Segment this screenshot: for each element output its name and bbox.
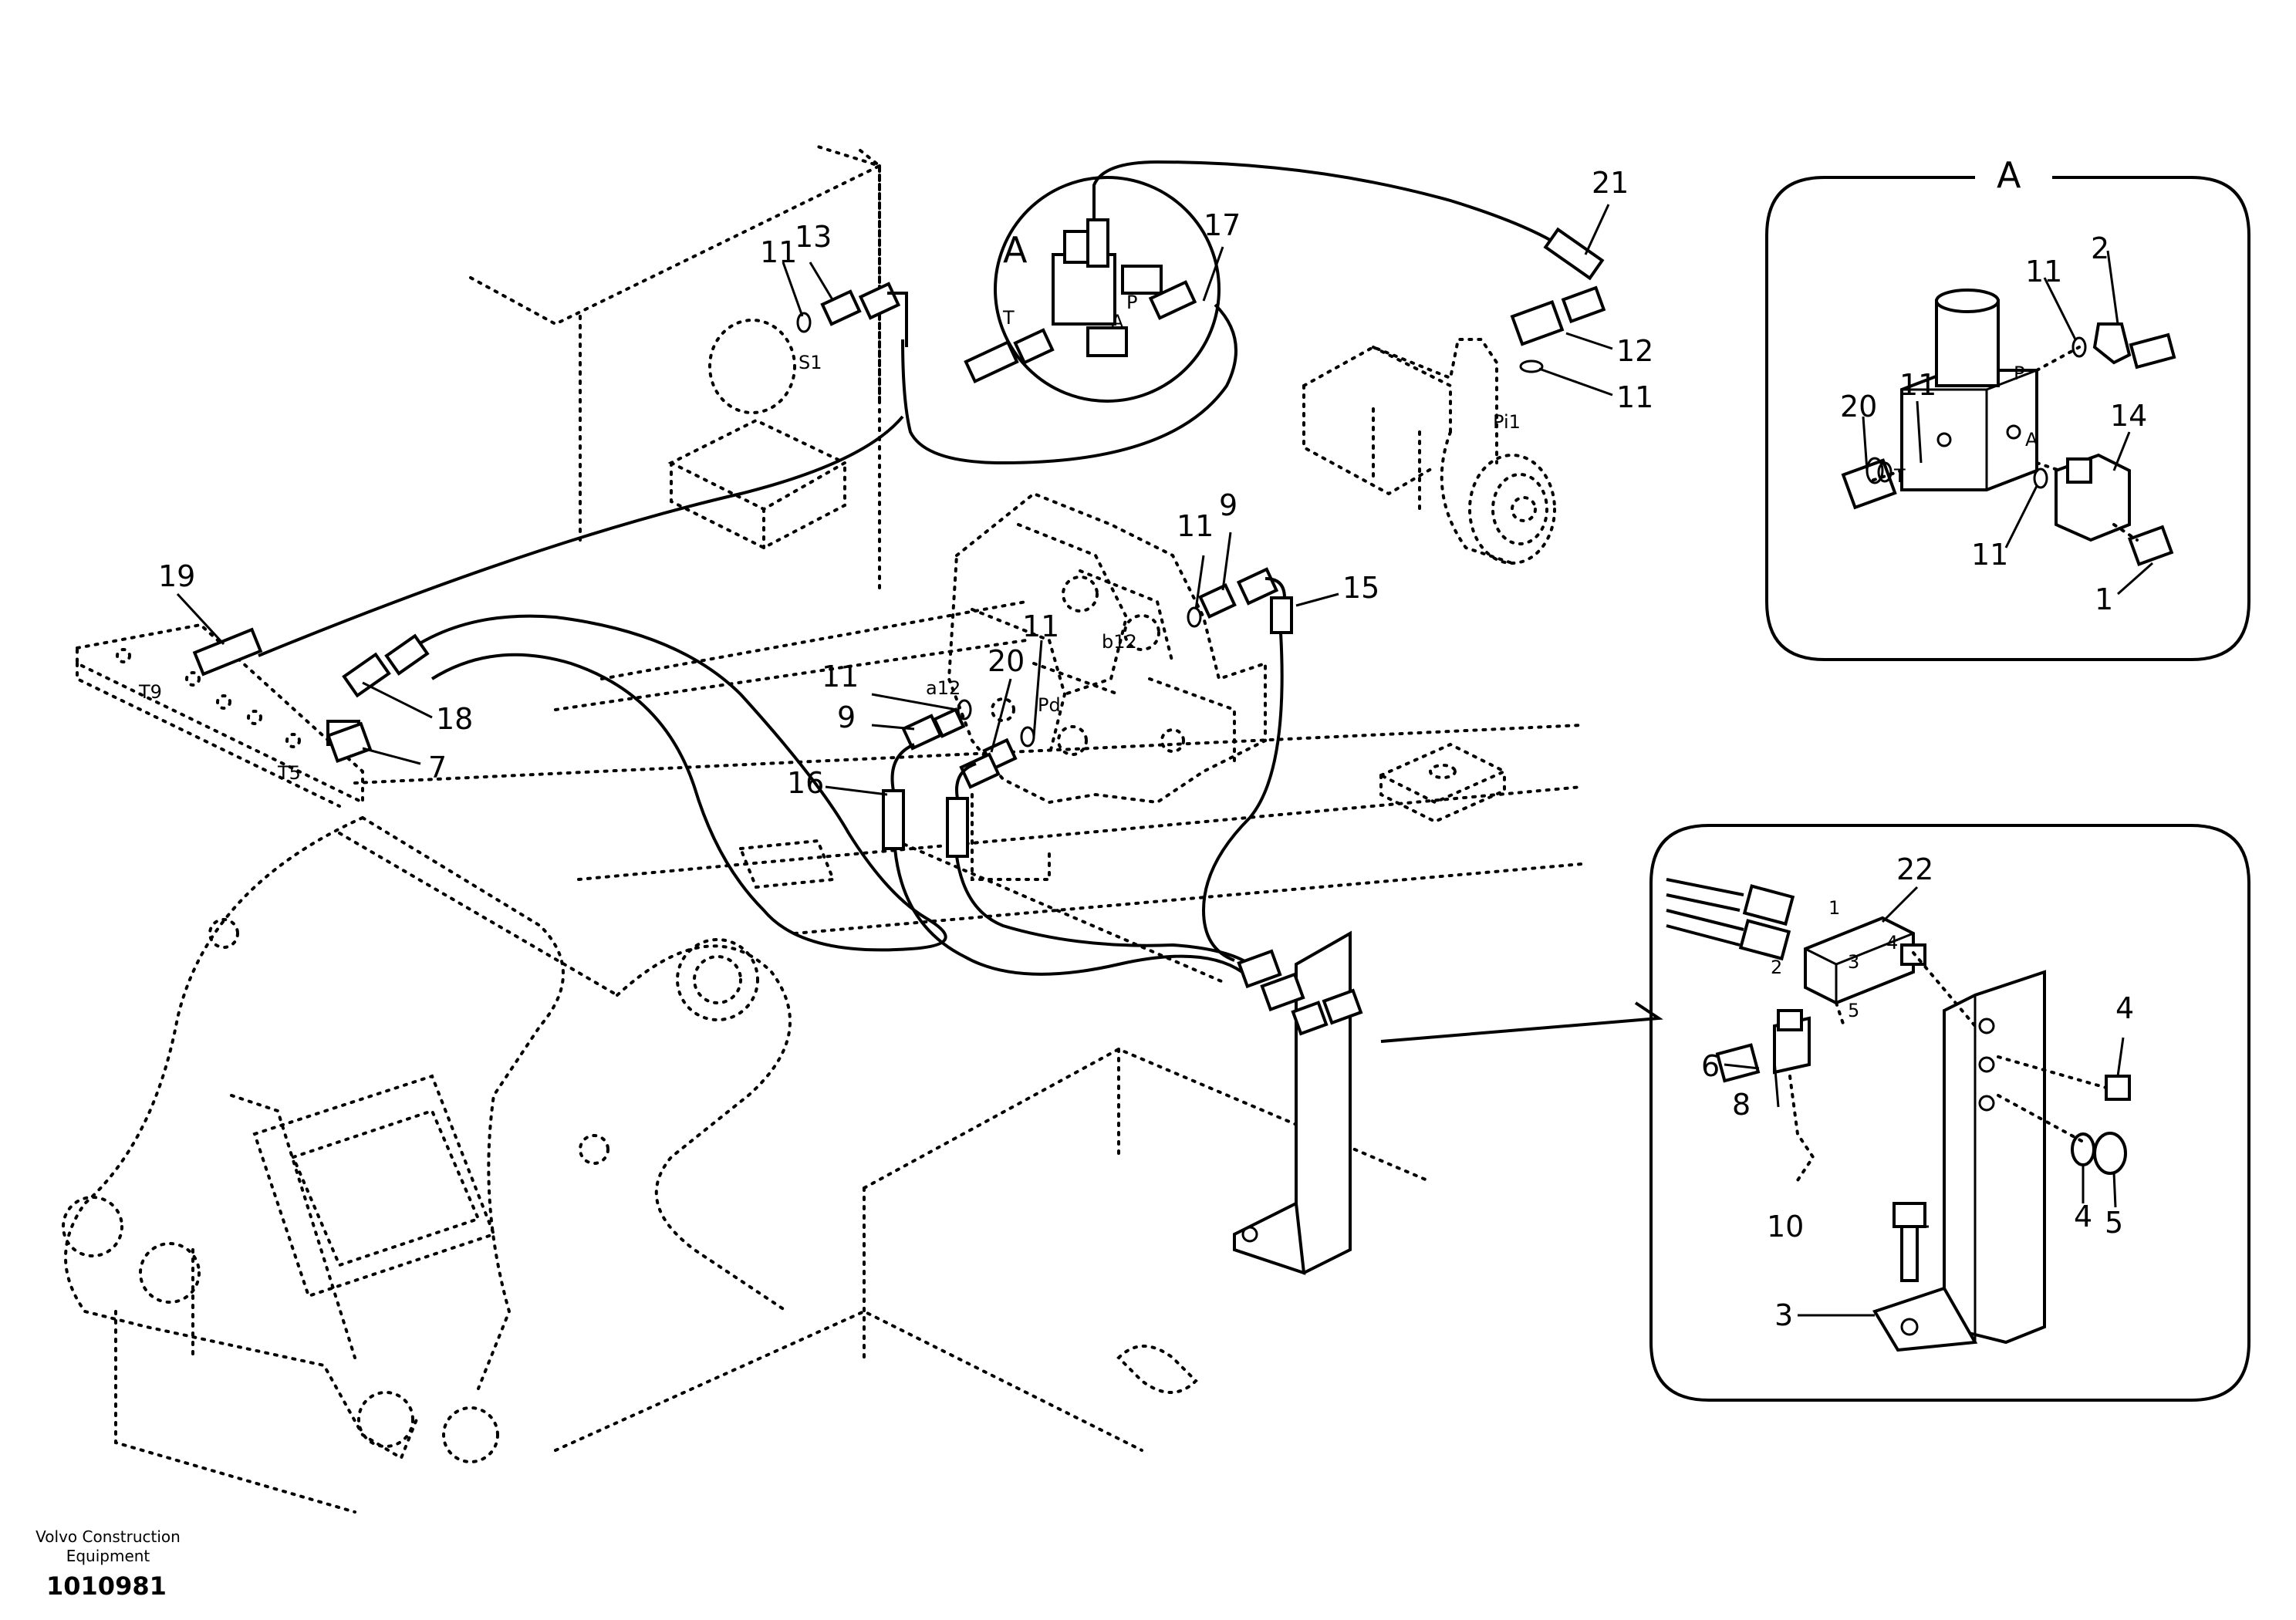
callout-6: 6 — [1701, 1049, 1720, 1083]
travel-motor-outline — [1302, 338, 1556, 565]
callout-21: 21 — [1592, 166, 1629, 200]
port-t-detail: T — [1893, 465, 1906, 487]
callout-11-detail-a-bottom: 11 — [1971, 538, 2008, 572]
port-t9: T9 — [138, 681, 162, 703]
port-s1: S1 — [799, 352, 822, 373]
port-p-main: P — [1126, 292, 1137, 313]
callout-2-detail-a: 2 — [2091, 231, 2109, 265]
port-b12: b12 — [1102, 631, 1137, 653]
port-a12: a12 — [926, 677, 961, 699]
pilot-hoses — [258, 160, 1583, 976]
port-pi1: Pi1 — [1493, 411, 1521, 433]
callout-11-valve-left: 11 — [822, 660, 859, 694]
callout-19: 19 — [158, 559, 195, 593]
return-manifold-outline — [76, 623, 364, 808]
port-labels: S1 T P A Pi1 b12 a12 Pd T9 T5 P T A 1 2 … — [138, 292, 2038, 1021]
callout-16: 16 — [787, 766, 824, 800]
company-name-line2: Equipment — [66, 1547, 150, 1565]
port-pd: Pd — [1038, 694, 1061, 716]
callout-labels: 11 13 17 21 12 11 19 18 7 11 9 20 11 16 … — [158, 166, 2147, 1332]
callout-22: 22 — [1896, 852, 1933, 886]
callout-11-motor: 11 — [1616, 380, 1653, 414]
port-a-detail: A — [2025, 429, 2038, 451]
callout-11-detail-a-top: 11 — [2025, 255, 2062, 289]
fittings — [192, 218, 1606, 858]
port-t5: T5 — [277, 762, 301, 784]
callout-10: 10 — [1767, 1210, 1804, 1244]
detail-a-marker-label: A — [1003, 229, 1028, 271]
port-a-main: A — [1111, 311, 1124, 332]
callout-12: 12 — [1616, 334, 1653, 368]
port-p-detail: P — [2014, 363, 2024, 384]
callout-11-valve-center: 11 — [1022, 609, 1059, 643]
callout-20-main: 20 — [988, 644, 1025, 678]
callout-4-top: 4 — [2115, 991, 2134, 1025]
drawing-number: 1010981 — [46, 1571, 167, 1601]
callout-8: 8 — [1732, 1088, 1751, 1122]
port-manifold-5: 5 — [1848, 1000, 1859, 1021]
machine-frame-outline — [62, 145, 1583, 1514]
hose-bracket — [1233, 930, 1363, 1275]
callout-18: 18 — [436, 702, 473, 736]
callout-15: 15 — [1342, 571, 1379, 605]
callout-5: 5 — [2105, 1206, 2123, 1240]
port-manifold-3: 3 — [1848, 951, 1859, 973]
callout-1: 1 — [2095, 582, 2113, 616]
callout-13: 13 — [795, 220, 832, 254]
company-name-line1: Volvo Construction — [35, 1527, 181, 1546]
callout-17: 17 — [1204, 208, 1241, 242]
detail-a-box — [1765, 162, 2250, 661]
callout-11-cab: 11 — [760, 235, 797, 269]
port-manifold-4: 4 — [1886, 932, 1898, 953]
port-t-main: T — [1002, 307, 1015, 329]
callout-14: 14 — [2110, 399, 2147, 433]
callout-9-right: 9 — [1219, 488, 1237, 522]
company-name: Volvo Construction Equipment — [23, 1527, 193, 1566]
leader-lines — [176, 204, 2153, 1317]
callout-11-valve-right: 11 — [1177, 509, 1214, 543]
callout-4-bottom: 4 — [2074, 1200, 2092, 1234]
callout-11-detail-a-left: 11 — [1899, 368, 1936, 402]
callout-3: 3 — [1774, 1298, 1793, 1332]
control-valve-outline — [947, 491, 1267, 881]
detail-pointer-line — [1380, 1001, 1663, 1043]
detail-a-marker-circle — [994, 176, 1221, 403]
detail-a-box-title: A — [1997, 154, 2021, 196]
callout-20-detail-a: 20 — [1840, 390, 1877, 424]
callout-7: 7 — [428, 751, 447, 785]
callout-9-left: 9 — [837, 700, 856, 734]
port-manifold-2: 2 — [1771, 957, 1782, 978]
port-manifold-1: 1 — [1828, 897, 1840, 919]
